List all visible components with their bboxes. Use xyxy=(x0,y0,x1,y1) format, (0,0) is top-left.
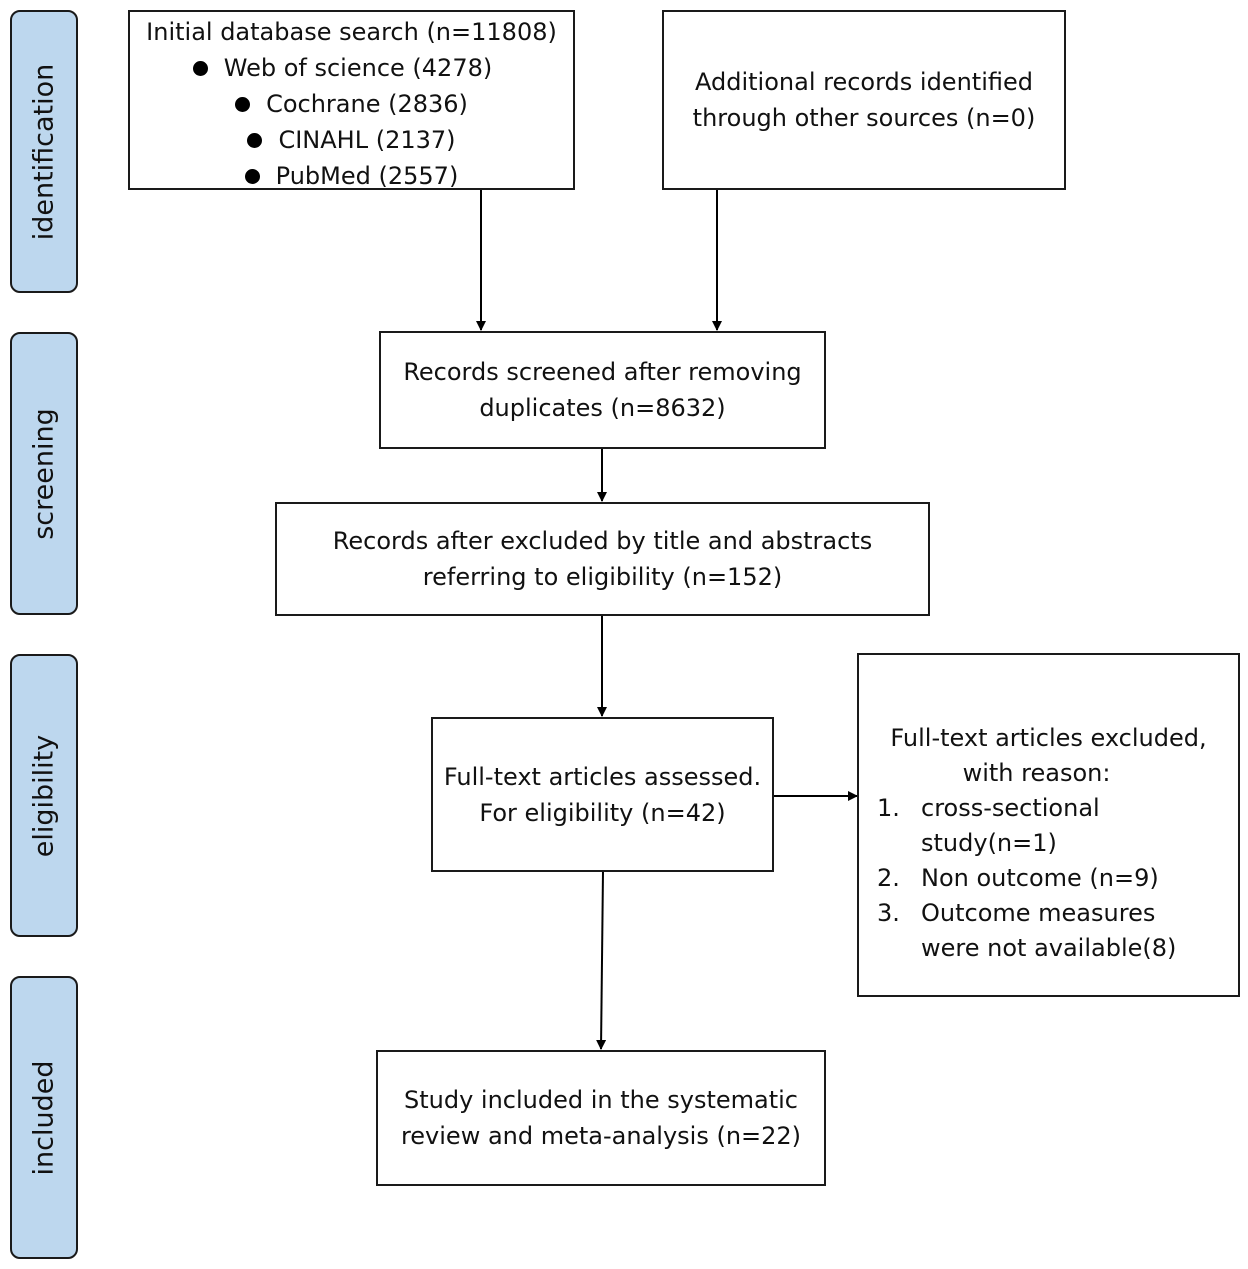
exclusion-reason-list: 1. cross-sectional study(n=1) 2. Non out… xyxy=(859,791,1238,966)
phase-included: included xyxy=(10,976,78,1259)
phase-screening: screening xyxy=(10,332,78,615)
additional-records-line: Additional records identified xyxy=(695,68,1033,96)
fulltext-assessed-box: Full-text articles assessed. For eligibi… xyxy=(431,717,774,872)
title-abstract-box: Records after excluded by title and abst… xyxy=(275,502,930,616)
database-source-label: PubMed (2557) xyxy=(275,162,459,190)
database-source-label: CINAHL (2137) xyxy=(278,126,456,154)
phase-identification-label: identification xyxy=(28,63,60,240)
additional-records-box: Additional records identified through ot… xyxy=(662,10,1066,190)
fulltext-excluded-box: Full-text articles excluded, with reason… xyxy=(857,653,1240,997)
records-screened-line: duplicates (n=8632) xyxy=(479,394,726,422)
fulltext-assessed-line: Full-text articles assessed. xyxy=(443,762,762,791)
database-source-list: Web of science (4278) Cochrane (2836) CI… xyxy=(192,50,492,194)
fulltext-excluded-line: with reason: xyxy=(962,759,1111,787)
database-search-title: Initial database search (n=11808) xyxy=(146,18,557,46)
exclusion-reason-number: 1. xyxy=(877,794,900,822)
exclusion-reason-item: 2. Non outcome (n=9) xyxy=(859,861,1238,896)
bullet-dot-icon xyxy=(192,60,208,76)
exclusion-reason-item: 3. Outcome measures were not available(8… xyxy=(859,896,1238,966)
database-source-item: PubMed (2557) xyxy=(244,158,459,194)
bullet-dot-icon xyxy=(244,168,260,184)
database-source-item: CINAHL (2137) xyxy=(247,122,456,158)
arrow-fulltext-to-included xyxy=(596,870,607,1050)
included-line: review and meta-analysis (n=22) xyxy=(400,1122,802,1150)
fulltext-excluded-line: Full-text articles excluded, xyxy=(890,724,1207,752)
records-screened-box: Records screened after removing duplicat… xyxy=(379,331,826,449)
phase-identification: identification xyxy=(10,10,78,293)
title-abstract-line: Records after excluded by title and abst… xyxy=(332,527,873,555)
database-source-label: Cochrane (2836) xyxy=(266,90,468,118)
fulltext-assessed-line: For eligibility (n=42) xyxy=(479,798,726,827)
exclusion-reason-text: Outcome measures were not available(8) xyxy=(921,899,1177,962)
phase-included-label: included xyxy=(28,1060,60,1175)
database-source-item: Cochrane (2836) xyxy=(235,86,468,122)
exclusion-reason-number: 3. xyxy=(877,899,900,927)
phase-screening-label: screening xyxy=(28,407,60,540)
database-search-box: Initial database search (n=11808) Web of… xyxy=(128,10,575,190)
exclusion-reason-item: 1. cross-sectional study(n=1) xyxy=(859,791,1238,861)
included-line: Study included in the systematic xyxy=(403,1086,798,1114)
phase-eligibility-label: eligibility xyxy=(28,734,60,857)
additional-records-line: through other sources (n=0) xyxy=(692,104,1036,132)
exclusion-reason-text: Non outcome (n=9) xyxy=(921,864,1159,892)
exclusion-reason-number: 2. xyxy=(877,864,900,892)
title-abstract-line: referring to eligibility (n=152) xyxy=(422,563,783,591)
records-screened-line: Records screened after removing xyxy=(403,358,802,386)
bullet-dot-icon xyxy=(247,132,263,148)
phase-eligibility: eligibility xyxy=(10,654,78,937)
exclusion-reason-text: cross-sectional study(n=1) xyxy=(921,794,1100,857)
included-box: Study included in the systematic review … xyxy=(376,1050,826,1186)
database-source-label: Web of science (4278) xyxy=(223,54,493,82)
database-source-item: Web of science (4278) xyxy=(192,50,493,86)
bullet-dot-icon xyxy=(235,96,251,112)
